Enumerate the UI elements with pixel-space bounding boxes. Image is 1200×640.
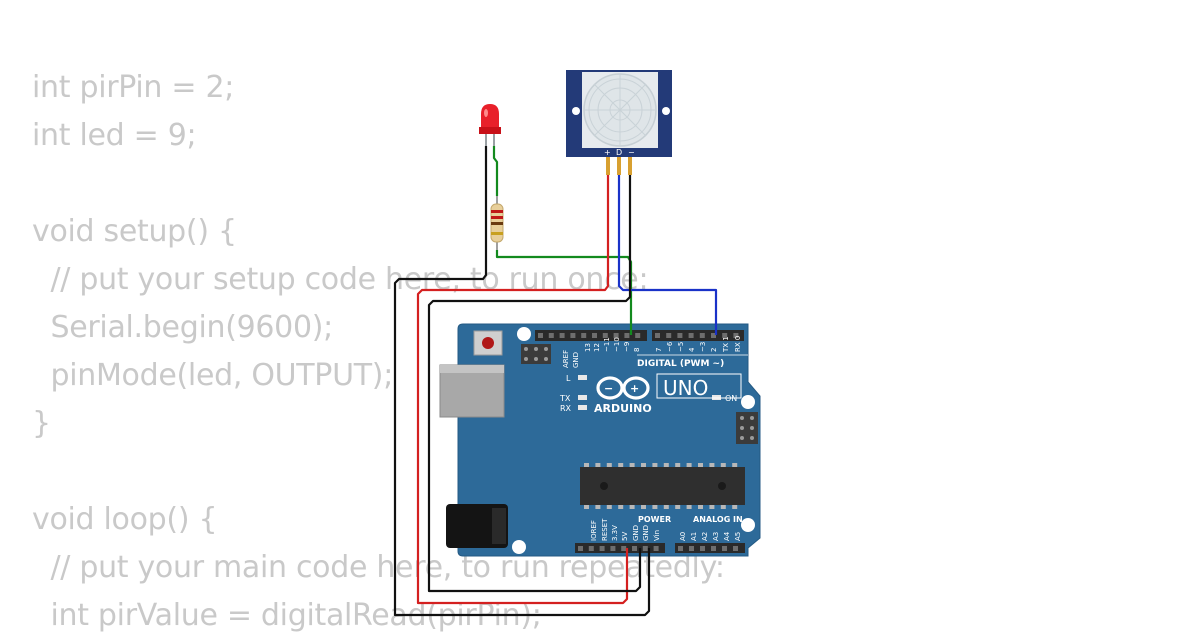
power-header-label: POWER [638,515,671,524]
power-pin-label: IOREF [590,520,598,541]
digital-pin-label: 2 [710,348,718,352]
led-l-label: L [566,374,571,383]
digital-header-label: DIGITAL (PWM ~) [637,359,724,369]
pir-pin-label: − [628,148,635,157]
digital-header-right [652,330,744,341]
pir-pin-label: D [616,148,622,157]
wire-red [416,157,629,605]
wire-green [492,146,499,196]
code-line: pinMode(led, OUTPUT); [32,358,393,393]
analog-pin-label: A3 [712,532,720,541]
power-pin-label: 3.3V [611,525,619,541]
led-component[interactable] [479,104,501,146]
power-pin-label: Vin [653,530,661,541]
mounting-hole [741,518,755,532]
led-tx-label: TX [559,394,571,403]
code-line: int pirPin = 2; [32,70,235,105]
digital-pin-label: 4 [688,347,696,352]
analog-pin-label: A2 [701,532,709,541]
wire-blue [617,157,718,335]
usb-connector [439,364,505,418]
digital-pin-label: 13 [584,343,592,352]
analog-header-label: ANALOG IN [693,515,743,524]
reset-button[interactable] [473,330,503,356]
digital-pin-label: ~3 [699,342,707,352]
led-tx [578,395,587,400]
digital-pin-label: 8 [633,348,641,352]
wire-black [393,146,651,617]
mounting-hole [517,327,531,341]
code-line: void loop() { [32,502,218,537]
board-model: UNO [663,376,708,400]
wire-green [495,250,633,335]
code-background: int pirPin = 2; int led = 9; void setup() … [32,64,725,640]
digital-pin-label: 12 [593,343,601,352]
icsp-header [736,412,758,444]
mounting-hole [662,107,670,115]
pin-label: AREF [562,350,570,368]
led-bulb-icon [481,104,499,128]
mounting-hole [572,107,580,115]
power-pin-label: 5V [621,532,629,541]
analog-pin-label: A5 [734,532,742,541]
power-pin-label: GND [632,525,640,541]
board-brand: ARDUINO [594,402,652,415]
digital-pin-label: ~11 [603,337,611,352]
microcontroller-chip [580,463,745,509]
pin-label: GND [572,352,580,368]
code-line: void setup() { [32,214,237,249]
analog-header [675,543,745,553]
resistor[interactable] [490,196,504,250]
digital-pin-label: ~9 [623,342,631,352]
arduino-logo-icon [596,376,650,400]
pir-sensor[interactable]: + D − [566,70,672,157]
digital-pin-label: 7 [655,348,663,352]
svg-text:+: + [630,382,639,395]
wire-black [427,157,642,593]
mounting-hole [512,540,526,554]
power-pin-label: GND [642,525,650,541]
digital-pin-label: RX 0 [734,336,742,352]
digital-pin-label: ~6 [666,341,674,352]
led-l [578,375,587,380]
uno-frame [656,373,742,399]
pir-pin-label: + [604,148,611,157]
led-rx-label: RX [560,404,572,413]
digital-header-left [535,330,647,341]
code-line: Serial.begin(9600); [32,310,333,345]
code-line: int led = 9; [32,118,197,153]
mounting-hole [741,395,755,409]
analog-pin-label: A4 [723,531,731,541]
icsp-header [521,344,551,364]
digital-pin-label: ~10 [613,337,621,352]
power-pin-label: RESET [601,518,609,541]
digital-pin-label: ~5 [677,342,685,352]
code-line: } [32,406,51,441]
analog-pin-label: A0 [679,532,687,541]
digital-pin-label: TX 1 [722,336,730,353]
led-rx [578,405,587,410]
analog-pin-label: A1 [690,532,698,541]
svg-text:−: − [604,382,613,395]
power-header [575,543,665,553]
